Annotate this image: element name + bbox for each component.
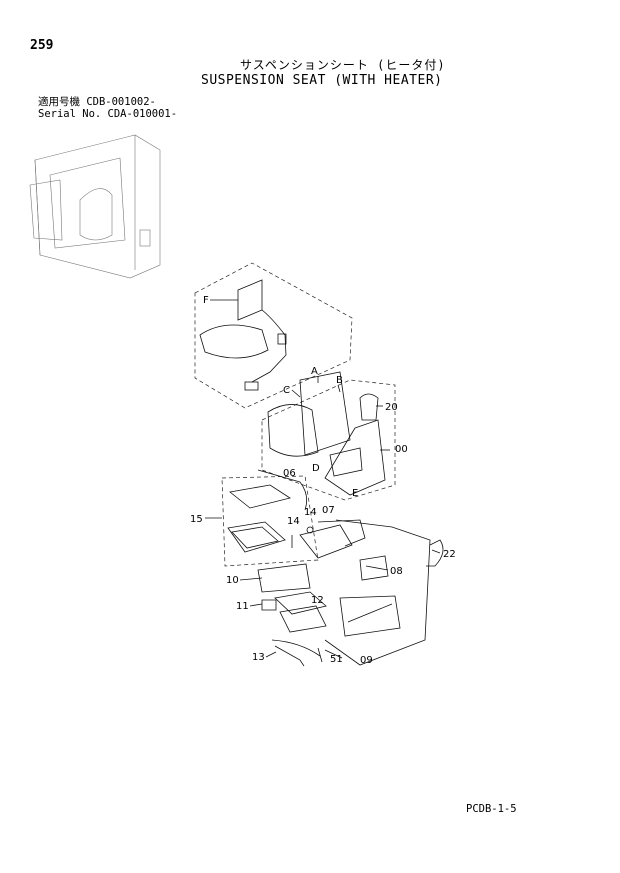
callout-08: 08	[390, 566, 403, 577]
callout-11: 11	[236, 601, 249, 612]
callout-09: 09	[360, 655, 373, 666]
cab-illustration	[29, 134, 161, 279]
callout-f: F	[203, 295, 209, 306]
serial-info: 適用号機 CDB-001002- Serial No. CDA-010001-	[38, 96, 177, 120]
callout-a: A	[311, 366, 318, 377]
callout-d: D	[312, 463, 320, 474]
callout-13: 13	[252, 652, 265, 663]
serial-line-number: Serial No. CDA-010001-	[38, 108, 178, 120]
callout-e: E	[352, 488, 358, 499]
callout-14-upper: 14	[304, 507, 317, 518]
callout-20: 20	[385, 402, 398, 413]
seat-group	[261, 371, 396, 501]
callout-b: B	[336, 375, 343, 386]
page-number: 259	[30, 38, 54, 53]
callout-07: 07	[322, 505, 335, 516]
title-english: SUSPENSION SEAT (WITH HEATER)	[201, 73, 443, 88]
slide-rail-parts	[227, 469, 308, 553]
callout-22: 22	[443, 549, 456, 560]
callout-00: 00	[395, 444, 408, 455]
heater-kit-group	[194, 262, 353, 409]
callout-51: 51	[330, 654, 343, 665]
serial-line-applicable: 適用号機 CDB-001002-	[38, 96, 156, 108]
callout-c: C	[283, 385, 290, 396]
footer-code: PCDB-1-5	[466, 803, 517, 815]
callout-06: 06	[283, 468, 296, 479]
callout-15: 15	[190, 514, 203, 525]
suspension-parts	[257, 519, 444, 667]
callout-10: 10	[226, 575, 239, 586]
leader-lines	[205, 299, 441, 659]
callout-14-lower: 14	[287, 516, 300, 527]
rail-group	[221, 475, 319, 567]
callout-12: 12	[311, 595, 324, 606]
title-japanese: サスペンションシート (ヒータ付)	[240, 58, 446, 72]
